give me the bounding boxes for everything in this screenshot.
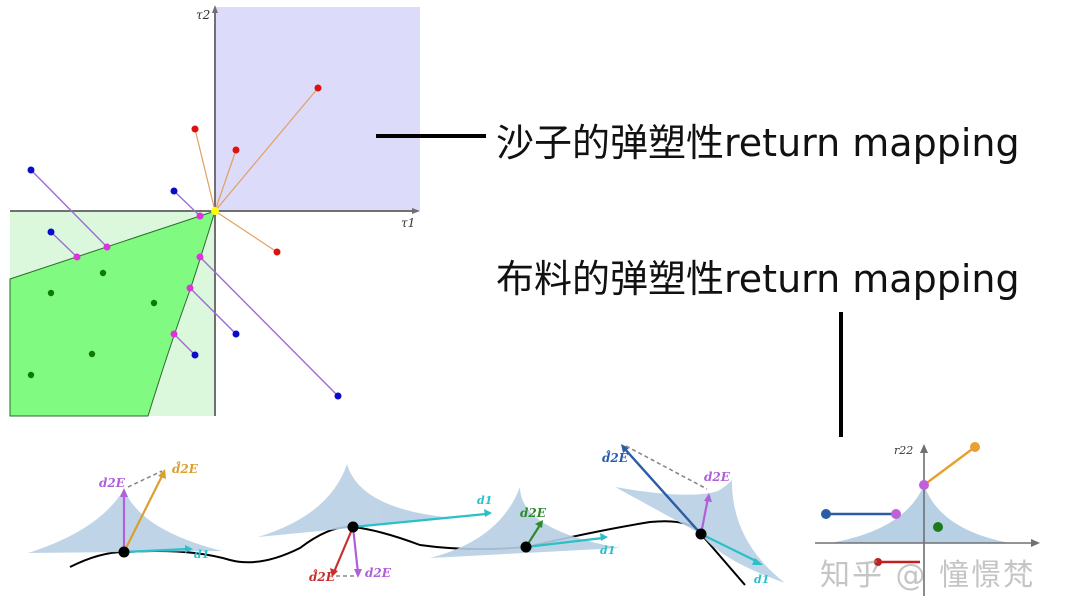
d1-label: d1: [754, 573, 770, 586]
cone-2: [258, 464, 455, 537]
green-points: [27, 269, 158, 379]
cloth-curve: [69, 520, 746, 586]
tau2-arrow-icon: [212, 5, 218, 13]
cloth-caption: 布料的弹塑性return mapping: [496, 257, 1020, 301]
blue-points: [27, 166, 342, 400]
d1-label: d1: [477, 494, 493, 507]
d2E-hat-label: d̂2E: [172, 462, 198, 476]
d2E-label: d2E: [365, 566, 391, 580]
d1-label: d1: [194, 548, 210, 561]
watermark: 知乎 @ 憧憬梵: [820, 558, 1036, 593]
d2E-hat-label: d̂2E: [602, 451, 628, 465]
tau2-axis-label: τ2: [196, 8, 211, 22]
d2E-label: d2E: [520, 506, 546, 520]
r22-cone: [830, 485, 1010, 543]
magenta-points: [73, 212, 204, 338]
d2E-hat-label: d̂2E: [309, 570, 335, 584]
sand-caption: 沙子的弹塑性return mapping: [496, 121, 1020, 165]
tau1-axis-label: τ1: [401, 216, 416, 230]
d2E-label: d2E: [99, 476, 125, 490]
red-points: [191, 84, 322, 256]
tension-region: [215, 7, 420, 211]
tau1-arrow-icon: [412, 208, 420, 214]
origin-point: [211, 207, 219, 215]
yield-region: [9, 210, 216, 417]
cone-3: [430, 487, 620, 558]
d1-label: d1: [600, 544, 616, 557]
d2E-label: d2E: [704, 470, 730, 484]
r22-axis-label: r22: [894, 444, 914, 457]
